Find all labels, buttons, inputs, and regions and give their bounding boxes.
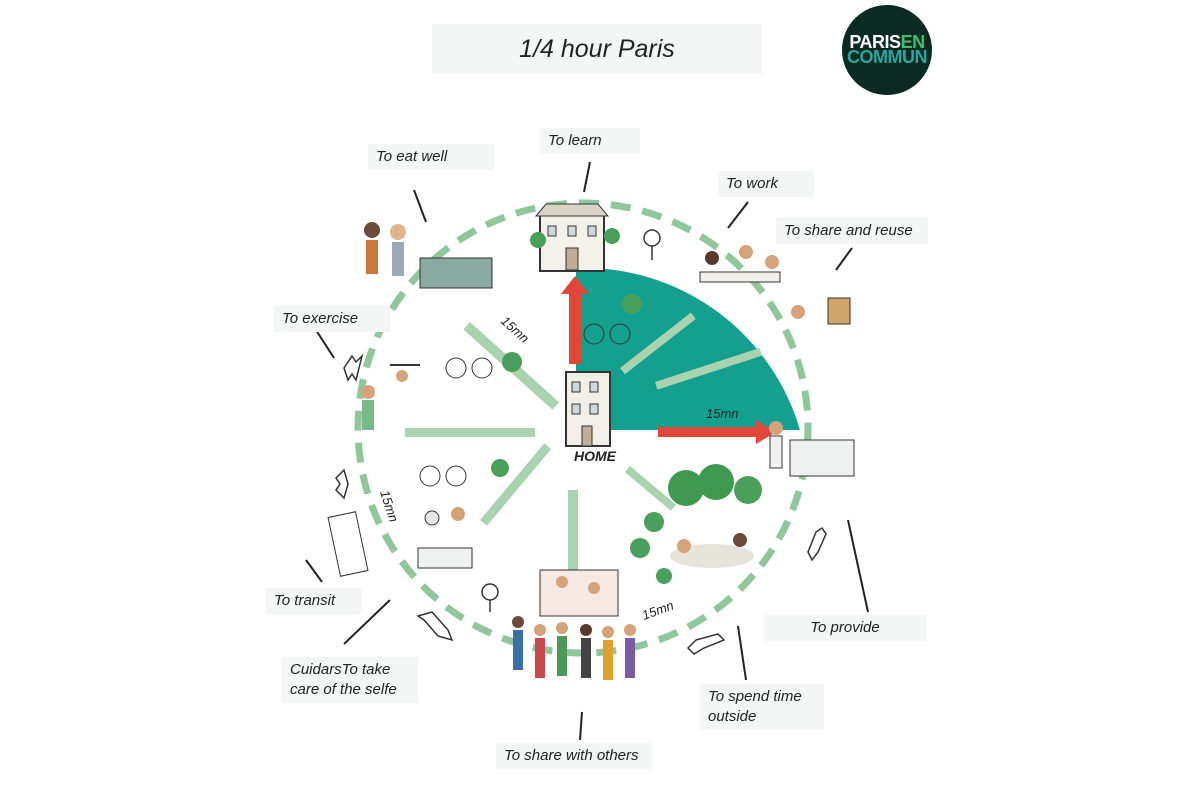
home-building xyxy=(565,371,611,447)
crowd-scene xyxy=(512,616,636,680)
home-label: HOME xyxy=(574,448,616,464)
label-exercise: To exercise xyxy=(274,306,390,332)
leader-line xyxy=(315,329,335,359)
theatre-scene xyxy=(539,569,619,617)
street-strip xyxy=(405,428,535,437)
leader-line xyxy=(727,201,749,229)
leader-line xyxy=(583,161,591,193)
leader-line xyxy=(413,189,427,223)
label-learn: To learn xyxy=(540,128,640,154)
leader-line xyxy=(835,247,853,271)
cyclist-scene xyxy=(419,323,631,487)
reuse-scene xyxy=(791,297,851,325)
transit-ticket-scene xyxy=(327,511,369,577)
tree xyxy=(502,352,522,372)
logo-text-paris: PARIS xyxy=(849,32,901,52)
label-transit: To transit xyxy=(266,588,362,614)
tree xyxy=(656,568,672,584)
tree-group xyxy=(491,228,762,584)
distance-label-15mn: 15mn xyxy=(498,313,532,346)
street-strip xyxy=(655,348,763,390)
tree xyxy=(734,476,762,504)
label-spend-time-outside: To spend time outside xyxy=(700,684,824,730)
tree xyxy=(604,228,620,244)
leader-line xyxy=(847,519,869,613)
tree xyxy=(668,470,704,506)
double-arrow-icon xyxy=(343,353,364,382)
red-arrow-right xyxy=(658,420,776,444)
leader-line xyxy=(579,711,583,741)
distance-label-15mn: 15mn xyxy=(706,406,739,421)
label-share-others: To share with others xyxy=(496,743,652,769)
double-arrows xyxy=(335,353,827,655)
exercise-scene xyxy=(361,364,420,430)
label-work: To work xyxy=(718,171,814,197)
tree xyxy=(698,464,734,500)
street-strip xyxy=(624,466,676,511)
double-arrow-icon xyxy=(686,633,726,655)
market-stall-scene xyxy=(364,222,493,289)
double-arrow-icon xyxy=(335,468,349,500)
double-arrow-icon xyxy=(807,526,827,562)
doctor-scene xyxy=(417,507,473,569)
diagram-title: 1/4 hour Paris xyxy=(432,24,762,74)
leader-line xyxy=(305,559,323,583)
paris-en-commun-logo: PARISEN COMMUN xyxy=(842,5,932,95)
street-strip xyxy=(479,443,552,526)
work-table-scene xyxy=(699,245,781,283)
leader-line xyxy=(343,599,391,645)
bakery-scene xyxy=(769,421,855,477)
picnic-scene xyxy=(670,533,754,568)
label-care: CuidarsTo take care of the selfe xyxy=(282,657,418,703)
logo-text-en: EN xyxy=(900,32,926,52)
metro-sign-bottom xyxy=(481,583,499,612)
metro-sign-top xyxy=(643,229,661,260)
distance-label-15mn: 15mn xyxy=(640,598,676,623)
tree xyxy=(491,459,509,477)
double-arrow-icon xyxy=(416,611,454,642)
label-share-reuse: To share and reuse xyxy=(776,218,928,244)
street-strip xyxy=(620,312,696,375)
tree xyxy=(622,294,642,314)
tree xyxy=(530,232,546,248)
tree xyxy=(630,538,650,558)
leader-lines xyxy=(305,161,869,741)
label-provide: To provide xyxy=(764,615,926,641)
street-strip xyxy=(568,490,578,590)
school-building xyxy=(534,203,610,272)
leader-line xyxy=(737,625,747,681)
red-arrow-up xyxy=(561,276,589,364)
tree xyxy=(644,512,664,532)
label-eat-well: To eat well xyxy=(368,144,494,170)
logo-text-commun: COMMUN xyxy=(847,47,928,67)
